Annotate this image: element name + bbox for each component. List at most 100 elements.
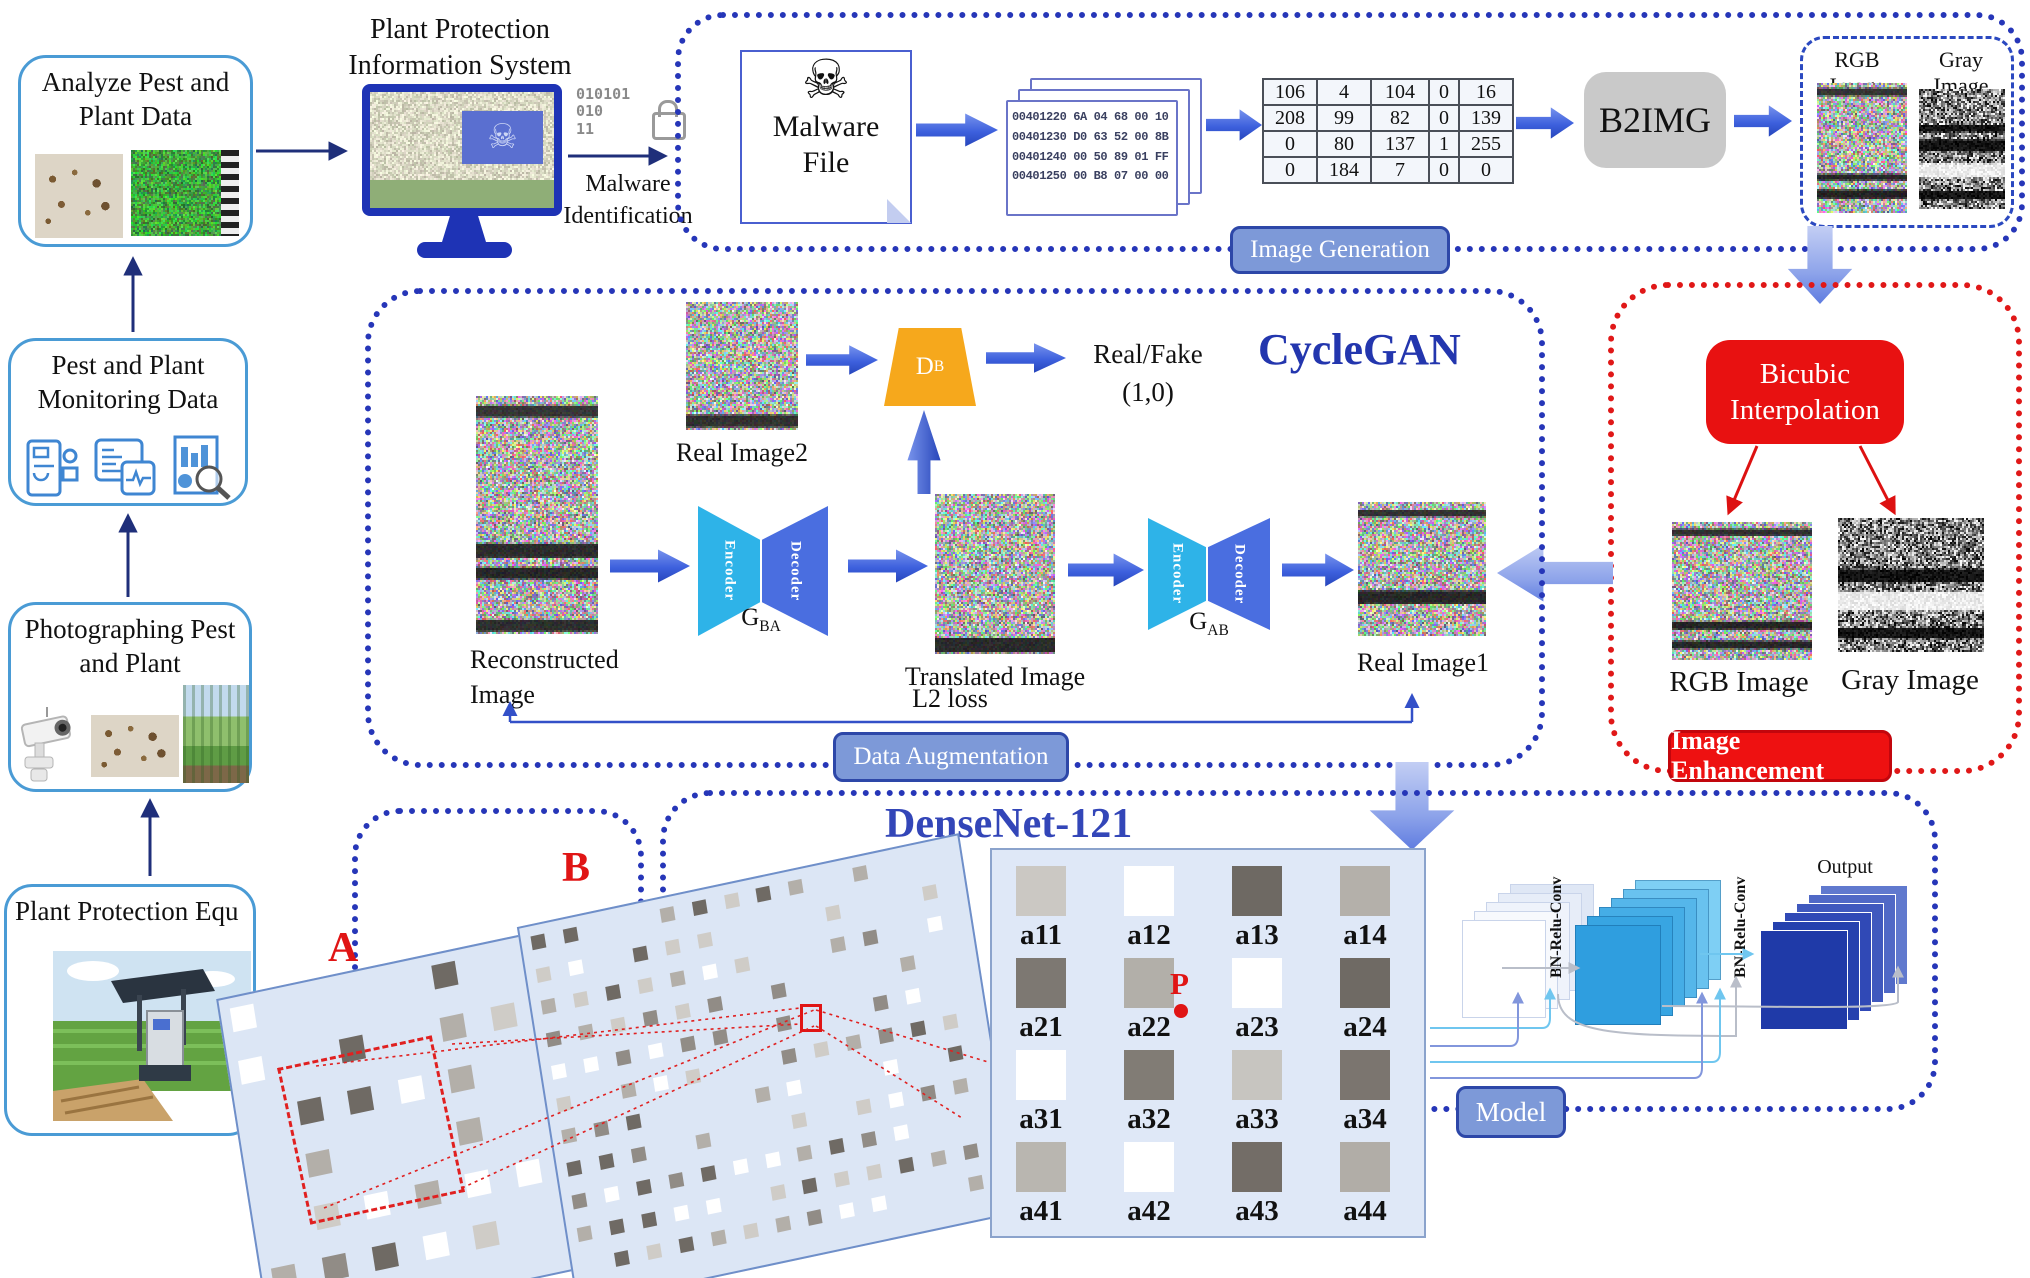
grid-square (788, 878, 804, 896)
grid-square (489, 1002, 518, 1031)
byte-cell: 208 (1262, 104, 1318, 132)
grid-square (571, 1192, 588, 1210)
grid-square (556, 1095, 572, 1113)
grid-square (871, 1195, 888, 1213)
grid-square (861, 1130, 878, 1148)
grid-square (791, 1112, 808, 1129)
grid-square (593, 1120, 610, 1138)
analyze-pest-box: Analyze Pest and Plant Data (18, 55, 253, 247)
generator-gba-label: GBA (741, 604, 781, 635)
grid-square (530, 933, 547, 951)
rgb-noise-image (1817, 83, 1907, 213)
grid-square (540, 998, 557, 1016)
data-augmentation-badge: Data Augmentation (833, 732, 1069, 782)
rgb-noise-image (1358, 502, 1486, 636)
grid-square (866, 1163, 883, 1181)
pixel-cell-a13: a13 (1215, 866, 1299, 952)
input-feature-stack (1462, 884, 1594, 1018)
hex-page-front: 00401220 6A 04 68 00 10 00401230 D0 63 5… (1006, 100, 1178, 216)
grid-square (431, 960, 459, 990)
grid-square (578, 1023, 594, 1041)
skull-overlay: ☠ (462, 110, 543, 164)
feature-map-layer (1462, 920, 1546, 1018)
point-p-label: P (1170, 966, 1189, 1001)
pest-photo (91, 715, 179, 777)
grid-square (802, 1176, 818, 1194)
grid-square (615, 1049, 632, 1067)
model-badge: Model (1456, 1086, 1566, 1138)
cctv-camera-icon (20, 707, 71, 782)
rgb-noise-image (935, 494, 1055, 654)
code-window-icon (94, 438, 156, 496)
grid-square (632, 945, 649, 963)
grid-square (562, 926, 579, 944)
rgb-noise-image (1672, 522, 1812, 660)
grid-square (652, 1074, 669, 1092)
grid-square (807, 1209, 824, 1227)
pixel-cell-a12: a12 (1107, 866, 1191, 952)
pixel-cell-a21: a21 (999, 958, 1083, 1044)
grid-square (371, 1242, 399, 1272)
grid-square (550, 1063, 567, 1080)
grid-square (710, 1229, 727, 1247)
byte-cell: 106 (1262, 78, 1318, 106)
grid-square (625, 1114, 642, 1131)
pixel-cell-a14: a14 (1323, 866, 1407, 952)
grid-square (659, 906, 676, 923)
byte-cell: 1 (1428, 130, 1460, 158)
grid-square (968, 1175, 985, 1192)
image-enhancement-badge: Image Enhancement (1668, 726, 1892, 785)
analyze-pest-title: Analyze Pest and Plant Data (41, 67, 230, 131)
bicubic-interpolation-box: Bicubic Interpolation (1706, 340, 1904, 444)
ppis-monitor: ☠ (362, 84, 562, 269)
monitor-frame: ☠ (362, 84, 562, 216)
grid-square (620, 1081, 637, 1099)
grid-square (947, 1045, 964, 1063)
rgb-noise-image (686, 302, 798, 430)
grid-square (845, 1033, 862, 1051)
byte-cell: 104 (1370, 78, 1430, 106)
grid-square (910, 1020, 927, 1037)
grid-square (567, 959, 584, 976)
grid-square (456, 1117, 484, 1146)
grid-square (873, 994, 889, 1012)
grid-square (535, 965, 552, 983)
plant-sample-image (131, 150, 239, 236)
grid-square (830, 936, 847, 954)
grid-square (603, 1185, 620, 1203)
chart-magnifier-icon (173, 435, 231, 500)
grid-square (583, 1056, 600, 1073)
grid-square (852, 865, 869, 882)
monitoring-icons (19, 433, 243, 503)
grid-square (229, 1003, 257, 1033)
grid-square (711, 1028, 728, 1046)
byte-cell: 82 (1370, 104, 1430, 132)
grid-square (786, 1079, 803, 1097)
grid-square (705, 1197, 722, 1215)
real-image2-label: Real Image2 (675, 438, 809, 467)
screen-green-strip (370, 180, 554, 208)
grid-square (706, 996, 723, 1014)
grid-square (545, 1030, 562, 1048)
grid-square (679, 1035, 696, 1053)
grid-square (723, 892, 740, 910)
cyclegan-title: CycleGAN (1258, 325, 1461, 374)
grid-square (608, 1218, 625, 1235)
real-fake-label: Real/Fake (1,0) (1093, 339, 1203, 407)
grid-square (922, 883, 938, 901)
reconstructed-image-label: Reconstructed Image (470, 645, 619, 710)
grid-square (598, 1153, 615, 1171)
grid-square (664, 938, 681, 956)
output-label: Output (1817, 856, 1873, 878)
grid-square (321, 1253, 349, 1278)
grid-square (927, 916, 944, 933)
bn-relu-conv-label-2: BN-Relu-Conv (1732, 876, 1749, 978)
grid-square (646, 1243, 663, 1261)
grid-square (647, 1042, 664, 1060)
rgb-noise-image (476, 396, 598, 634)
grid-square (701, 964, 718, 981)
grid-square (829, 1137, 845, 1155)
grid-square (905, 987, 922, 1005)
